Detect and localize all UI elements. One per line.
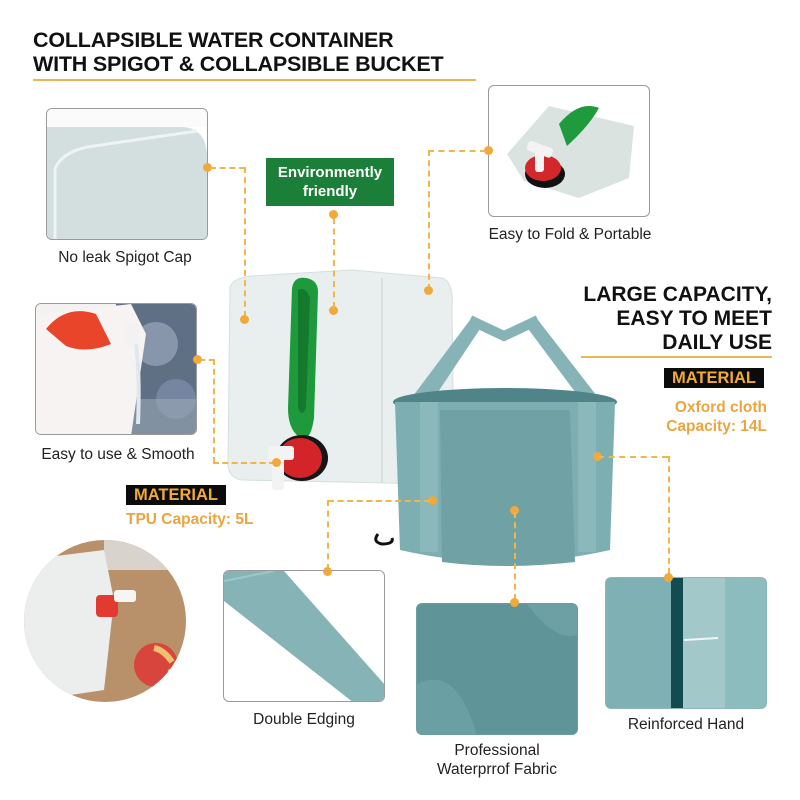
bucket-material-badge: MATERIAL: [664, 368, 765, 388]
callout-line: [514, 512, 516, 600]
caption-double-edging: Double Edging: [253, 711, 355, 728]
heading-line-1: LARGE CAPACITY,: [583, 283, 772, 306]
badge-line-1: Environmently: [277, 164, 383, 181]
pouring-image: [36, 304, 196, 434]
callout-line: [200, 359, 214, 361]
container-material-badge: MATERIAL: [126, 485, 227, 505]
callout-line: [213, 359, 215, 463]
photo-double-edging: [223, 570, 385, 702]
callout-dot: [203, 163, 212, 172]
callout-line: [598, 456, 668, 458]
callout-dot: [510, 506, 519, 515]
photo-filling-apple: [24, 540, 186, 702]
folded-container-image: [507, 106, 634, 198]
callout-line: [328, 500, 430, 502]
photo-folded: [488, 85, 650, 217]
callout-line: [333, 218, 335, 308]
bucket-material-line-2: Capacity: 14L: [666, 418, 767, 435]
bucket-material-line-1: Oxford cloth: [674, 399, 767, 416]
caption-line-2: Waterprrof Fabric: [436, 761, 557, 778]
callout-dot: [510, 598, 519, 607]
photo-waterproof-fabric: [416, 603, 578, 735]
photo-pouring: [35, 303, 197, 435]
callout-dot: [329, 210, 338, 219]
callout-dot: [193, 355, 202, 364]
callout-dot: [664, 573, 673, 582]
callout-dot: [240, 315, 249, 324]
bucket-material-text: Oxford cloth Capacity: 14L: [666, 398, 767, 436]
callout-dot: [593, 452, 602, 461]
environmentally-friendly-badge: Environmently friendly: [266, 158, 394, 206]
callout-line: [244, 167, 246, 317]
fabric-image: [417, 604, 577, 734]
strap-image: [224, 571, 384, 701]
photo-reinforced-hand: [605, 577, 767, 709]
heading-line-3: DAILY USE: [662, 331, 772, 354]
title-line-2: WITH SPIGOT & COLLAPSIBLE BUCKET: [33, 52, 444, 76]
title-underline: [33, 79, 476, 81]
callout-line: [210, 167, 245, 169]
callout-dot: [329, 306, 338, 315]
handle-seam-image: [606, 578, 766, 708]
photo-spigot-cap: [46, 108, 208, 240]
heading-line-2: EASY TO MEET: [616, 307, 772, 330]
container-material-text: TPU Capacity: 5L: [126, 511, 254, 528]
container-corner-image: [47, 109, 207, 239]
large-capacity-heading: LARGE CAPACITY, EASY TO MEET DAILY USE: [583, 283, 772, 355]
callout-line: [668, 456, 670, 574]
title-line-1: COLLAPSIBLE WATER CONTAINER: [33, 28, 394, 52]
callout-line: [428, 150, 430, 290]
callout-line: [213, 462, 275, 464]
heading-underline: [581, 356, 772, 358]
page-title: COLLAPSIBLE WATER CONTAINER WITH SPIGOT …: [33, 28, 444, 76]
caption-spigot-cap: No leak Spigot Cap: [58, 249, 192, 266]
caption-reinforced-hand: Reinforced Hand: [627, 716, 745, 733]
caption-easy-fold: Easy to Fold & Portable: [488, 226, 652, 243]
callout-line: [327, 500, 329, 570]
callout-line: [428, 150, 486, 152]
callout-dot: [272, 458, 281, 467]
callout-dot: [428, 496, 437, 505]
badge-line-2: friendly: [302, 183, 358, 200]
bucket-image: [370, 312, 640, 582]
callout-dot: [424, 286, 433, 295]
caption-easy-to-use: Easy to use & Smooth: [41, 446, 195, 463]
caption-line-1: Professional: [454, 742, 540, 759]
callout-dot: [484, 146, 493, 155]
callout-dot: [323, 567, 332, 576]
caption-waterproof-fabric: Professional Waterprrof Fabric: [405, 741, 589, 779]
